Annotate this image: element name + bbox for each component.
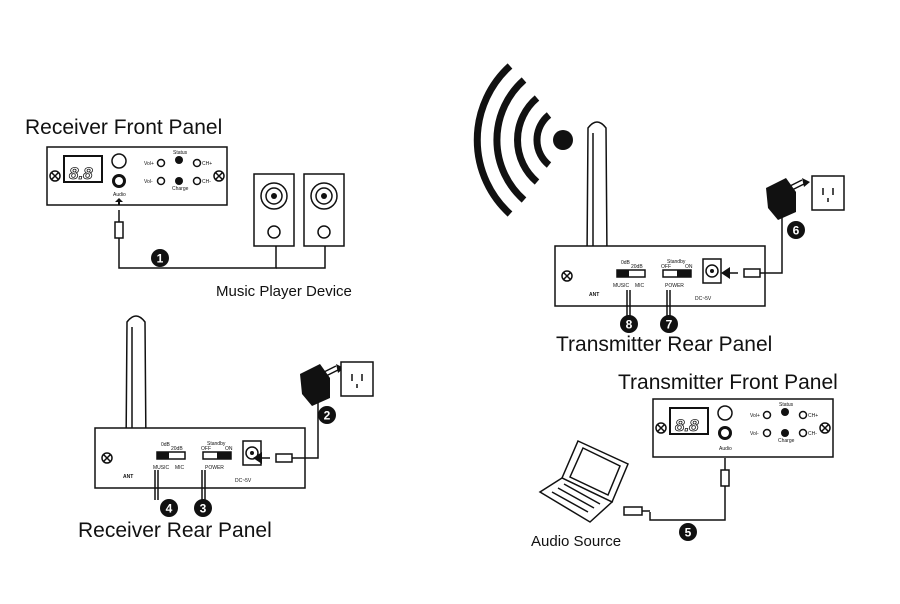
power-label: POWER <box>665 283 684 289</box>
audio-source-label: Audio Source <box>531 533 621 550</box>
standby-label: Standby <box>667 259 686 265</box>
step-7-number: 7 <box>666 318 673 332</box>
ch-up-label: CH+ <box>202 161 212 167</box>
transmitter-rear-panel: ANT 0dB 20dB MUSIC MIC Standby OFF ON PO… <box>554 245 766 307</box>
status-label: Status <box>173 150 188 156</box>
transmitter-display: 8.8 <box>675 416 699 435</box>
receiver-front-panel: 8.8 Vol+ Vol- Status Charge CH+ CH- Audi… <box>46 146 228 206</box>
receiver-front-label: Receiver Front Panel <box>25 116 222 139</box>
vol-down-label: Vol- <box>750 431 759 437</box>
dc-rating-label: DC~5V <box>695 296 712 302</box>
transmitter-rear-label: Transmitter Rear Panel <box>556 333 772 356</box>
power-adapter-icon <box>765 177 811 221</box>
gain-label: 0dB <box>161 442 171 448</box>
step-6-number: 6 <box>793 224 800 238</box>
step-2-bubble: 2 <box>318 406 336 424</box>
step-5-number: 5 <box>685 526 692 540</box>
step-4-number: 4 <box>166 502 173 516</box>
step-8-number: 8 <box>626 318 633 332</box>
speaker-icon <box>303 173 345 247</box>
charge-label: Charge <box>172 186 189 192</box>
music-player-label: Music Player Device <box>216 283 352 300</box>
music-label: MUSIC <box>153 465 170 471</box>
laptop-icon <box>538 439 629 523</box>
step-5-bubble: 5 <box>679 523 697 541</box>
on-label: ON <box>225 446 233 452</box>
mic-label: MIC <box>635 283 645 289</box>
on-label: ON <box>685 264 693 270</box>
step-7-bubble: 7 <box>660 315 678 333</box>
status-label: Status <box>779 402 794 408</box>
receiver-rear-label: Receiver Rear Panel <box>78 519 272 542</box>
off-label: OFF <box>661 264 671 270</box>
audio-label: Audio <box>719 446 732 452</box>
music-label: MUSIC <box>613 283 630 289</box>
audio-label: Audio <box>113 192 126 198</box>
ch-up-label: CH+ <box>808 413 818 419</box>
step-4-bubble: 4 <box>160 499 178 517</box>
power-label: POWER <box>205 465 224 471</box>
charge-label: Charge <box>778 438 795 444</box>
step-1-bubble: 1 <box>151 249 169 267</box>
step-8-bubble: 8 <box>620 315 638 333</box>
wifi-icon <box>473 63 573 217</box>
step-3-number: 3 <box>200 502 207 516</box>
transmitter-antenna <box>586 121 608 263</box>
speaker-icon <box>253 173 295 247</box>
wall-socket-icon <box>811 175 845 211</box>
vol-up-label: Vol+ <box>750 413 760 419</box>
step-3-bubble: 3 <box>194 499 212 517</box>
audio-plug-icon <box>623 458 730 521</box>
off-label: OFF <box>201 446 211 452</box>
gain2-label: 20dB <box>631 264 643 270</box>
transmitter-front-label: Transmitter Front Panel <box>618 371 838 394</box>
audio-plug-icon <box>114 210 326 269</box>
step-6-bubble: 6 <box>787 221 805 239</box>
vol-up-label: Vol+ <box>144 161 154 167</box>
receiver-rear-panel: ANT 0dB 20dB MUSIC MIC Standby OFF ON PO… <box>94 427 306 489</box>
receiver-display: 8.8 <box>69 164 93 183</box>
mic-label: MIC <box>175 465 185 471</box>
ch-down-label: CH- <box>808 431 817 437</box>
ant-label: ANT <box>589 292 599 298</box>
power-adapter-icon <box>299 363 345 407</box>
step-2-number: 2 <box>324 409 331 423</box>
gain-label: 0dB <box>621 260 631 266</box>
gain2-label: 20dB <box>171 446 183 452</box>
ant-label: ANT <box>123 474 133 480</box>
transmitter-front-panel: 8.8 Vol+ Vol- Status Charge CH+ CH- Audi… <box>652 398 834 458</box>
dc-rating-label: DC~5V <box>235 478 252 484</box>
vol-down-label: Vol- <box>144 179 153 185</box>
ch-down-label: CH- <box>202 179 211 185</box>
standby-label: Standby <box>207 441 226 447</box>
step-1-number: 1 <box>157 252 164 266</box>
wall-socket-icon <box>340 361 374 397</box>
